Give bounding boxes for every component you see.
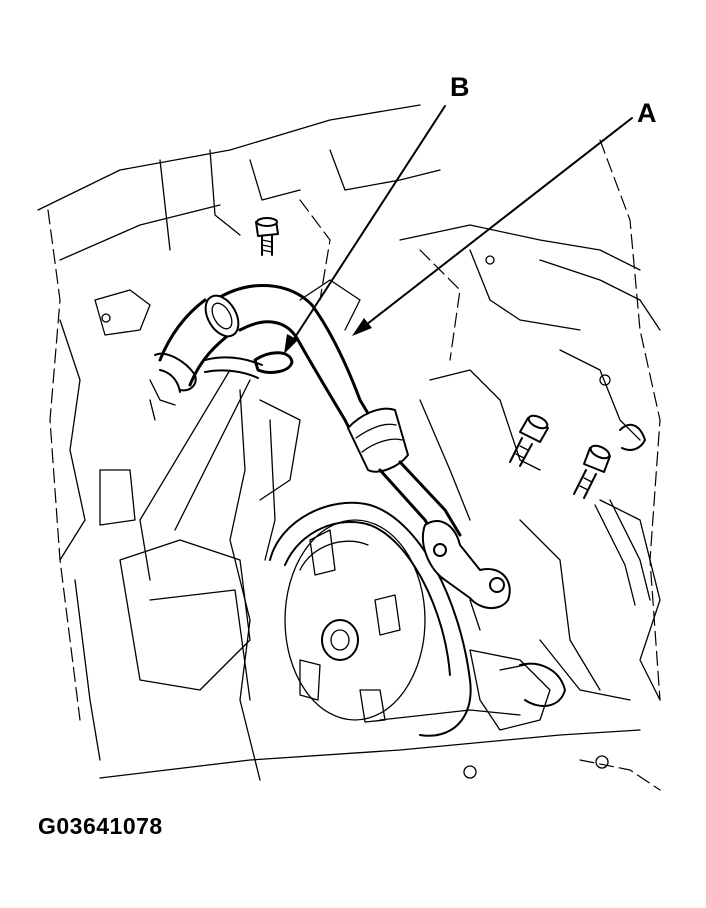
engine-block-outline	[37, 104, 661, 791]
right-pipe	[499, 423, 651, 707]
bolt-top	[255, 217, 279, 256]
leader-a	[352, 117, 633, 336]
bolt-right	[573, 444, 611, 499]
bolt-middle	[509, 414, 549, 467]
belt-cover	[139, 369, 276, 781]
hose-a	[149, 283, 511, 631]
figure-code: G03641078	[38, 813, 163, 839]
callout-b-label: B	[450, 72, 470, 102]
callout-a-label: A	[637, 98, 657, 128]
leader-b	[284, 105, 446, 354]
